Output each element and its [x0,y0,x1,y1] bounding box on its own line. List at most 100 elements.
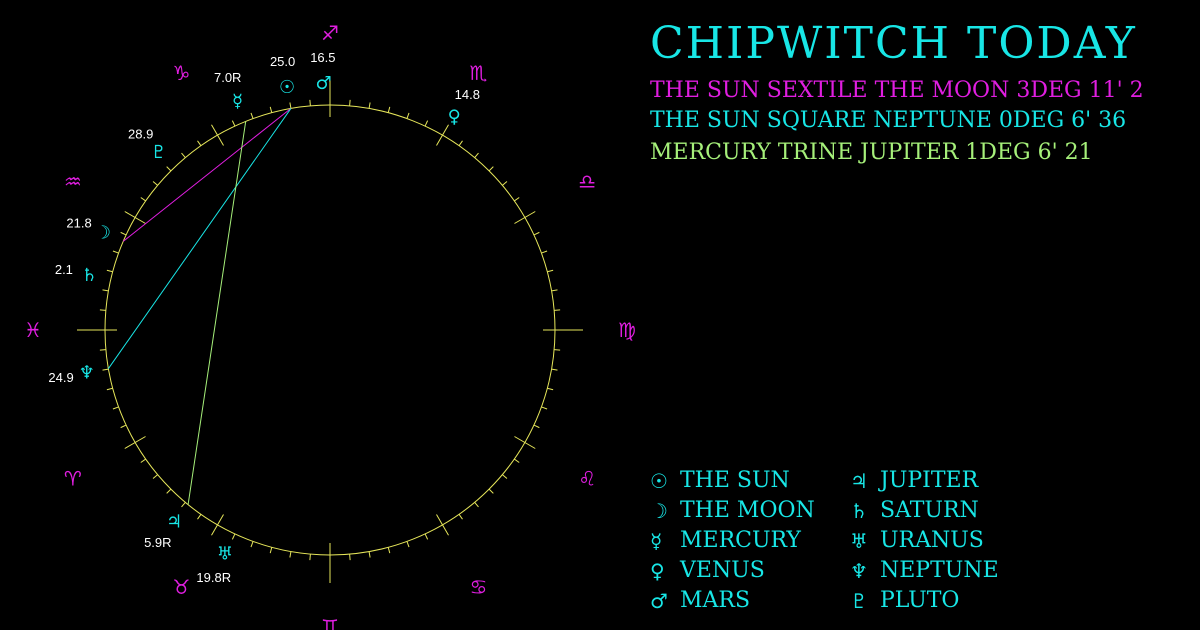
legend-item-saturn: ♄SATURN [850,498,979,523]
pluto-icon: ♇ [151,142,167,163]
degree-tick [514,458,520,463]
degree-tick [474,152,479,158]
legend-label: MARS [680,588,751,613]
degree-tick [541,406,548,410]
degree-tick [99,309,106,311]
sign-boundary-tick [124,436,146,449]
legend-item-uranus: ♅ URANUS [850,528,984,553]
degree-tick [231,120,236,127]
degree-tick [488,166,494,172]
sign-boundary-tick [211,514,224,536]
uranus-icon: ♅ [850,528,868,553]
saturn-icon: ♄ [81,265,97,286]
degree-tick [309,554,311,561]
legend-label: NEPTUNE [880,558,999,583]
sagittarius-sign-icon: ♐ [321,21,339,45]
legend-item-mercury: ☿ MERCURY [650,528,801,553]
capricorn-sign-icon: ♑ [173,61,191,85]
mars-icon: ♂ [650,588,668,613]
pisces-sign-icon: ♓ [24,318,42,342]
legend-item-the-moon: ☽THE MOON [650,498,815,523]
degree-tick [250,112,254,119]
legend-label: THE SUN [680,468,790,493]
degree-tick [140,197,146,202]
degree-tick [424,533,429,540]
neptune-icon: ♆ [850,558,868,583]
degree-tick [458,140,463,146]
degree-tick [488,488,494,494]
aspect-line-sun-neptune [107,108,292,369]
degree-tick [547,269,554,273]
degree-tick [152,474,158,479]
mercury-degree-label: 7.0R [214,70,241,85]
astrology-wheel: ♈♉♊♋♌♍♎♏♐♑♒♓☉25.0☽21.8☿7.0R♀14.8♂16.5♃5.… [24,21,636,630]
legend-label: VENUS [680,558,765,583]
aspect-line-sun-moon [122,108,292,242]
degree-tick [406,112,410,119]
legend-label: MERCURY [680,528,801,553]
degree-tick [309,99,311,106]
page-title: CHIPWITCH TODAY [650,18,1137,69]
degree-tick [250,541,254,548]
zodiac-ring [104,104,556,556]
sun-icon: ☉ [279,77,295,98]
saturn-degree-label: 2.1 [55,262,73,277]
degree-tick [502,474,508,479]
degree-tick [140,458,146,463]
sun-degree-label: 25.0 [270,54,295,69]
uranus-icon: ♅ [217,543,233,564]
mars-degree-label: 16.5 [310,50,335,65]
degree-tick [102,368,109,371]
venus-icon: ♀ [650,558,665,583]
mars-icon: ♂ [315,73,331,94]
degree-tick [406,541,410,548]
sign-boundary-tick [514,211,536,224]
degree-tick [269,106,273,113]
venus-degree-label: 14.8 [455,87,480,102]
legend-item-neptune: ♆ NEPTUNE [850,558,999,583]
degree-tick [231,533,236,540]
aquarius-sign-icon: ♒ [64,170,82,194]
degree-tick [368,551,371,558]
degree-tick [181,152,186,158]
degree-tick [106,387,113,391]
leo-sign-icon: ♌ [578,467,596,491]
moon-degree-label: 21.8 [66,215,91,230]
degree-tick [102,289,109,292]
degree-tick [289,102,292,109]
aspect-line-2: THE SUN SQUARE NEPTUNE 0DEG 6' 36 [650,108,1127,133]
sign-boundary-tick [436,124,449,146]
degree-tick [424,120,429,127]
degree-tick [166,166,172,172]
degree-tick [152,181,158,186]
sign-boundary-tick [514,436,536,449]
legend-label: THE MOON [680,498,815,523]
degree-tick [551,368,558,371]
degree-tick [349,554,351,561]
degree-tick [533,231,540,236]
sun-icon: ☉ [650,468,668,493]
mercury-icon: ☿ [650,528,663,553]
legend-item-venus: ♀ VENUS [650,558,765,583]
legend-label: JUPITER [880,468,979,493]
degree-tick [547,387,554,391]
scorpio-sign-icon: ♏ [470,61,488,85]
degree-tick [166,488,172,494]
jupiter-degree-label: 5.9R [144,535,171,550]
degree-tick [289,551,292,558]
legend-label: PLUTO [880,588,960,613]
degree-tick [99,349,106,351]
degree-tick [554,349,561,351]
legend-label: URANUS [880,528,984,553]
jupiter-icon: ♃ [166,512,182,533]
legend-item-mars: ♂ MARS [650,588,750,613]
neptune-icon: ♆ [79,362,95,383]
degree-tick [368,102,371,109]
degree-tick [112,406,119,410]
aspect-line-1: THE SUN SEXTILE THE MOON 3DEG 11' 2 [650,78,1144,103]
degree-tick [112,250,119,254]
degree-tick [502,181,508,186]
neptune-degree-label: 24.9 [48,370,73,385]
cancer-sign-icon: ♋ [470,575,488,599]
legend-item-pluto: ♇PLUTO [850,588,959,613]
